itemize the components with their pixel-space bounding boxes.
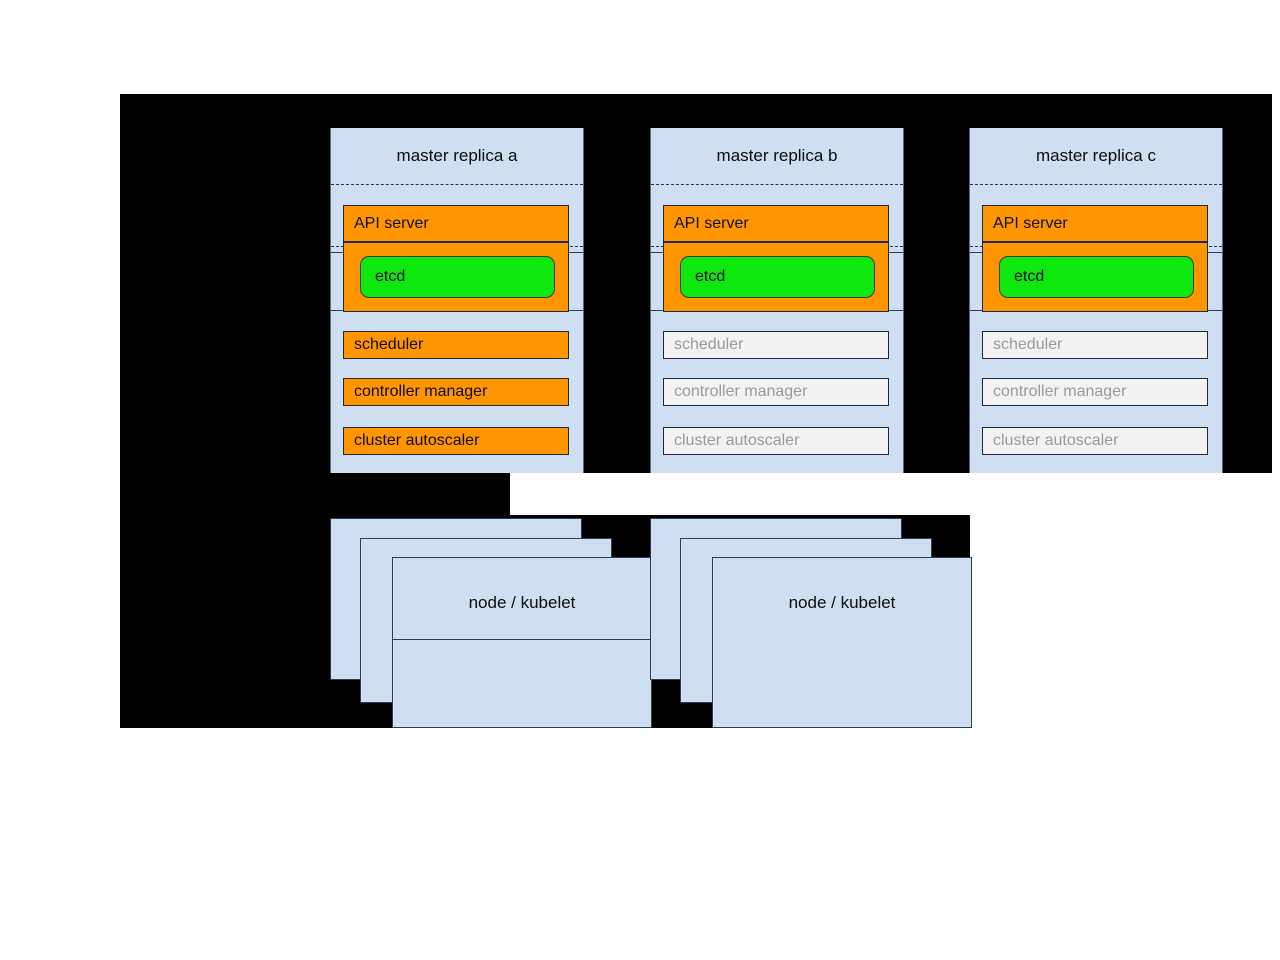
replica-a-api-server-label: API server	[354, 214, 429, 232]
replica-b-etcd[interactable]: etcd	[680, 256, 875, 298]
replica-b-cluster-autoscaler-label: cluster autoscaler	[674, 432, 800, 449]
replica-a-controller-manager[interactable]: controller manager	[343, 378, 569, 406]
node-group-1-split	[393, 639, 651, 640]
replica-c-etcd[interactable]: etcd	[999, 256, 1194, 298]
replica-b-etcd-label: etcd	[695, 268, 726, 285]
replica-a-api-server[interactable]: API server	[343, 205, 569, 242]
replica-c-api-server[interactable]: API server	[982, 205, 1208, 242]
replica-a-scheduler[interactable]: scheduler	[343, 331, 569, 359]
replica-c-cluster-autoscaler[interactable]: cluster autoscaler	[982, 427, 1208, 455]
replica-b-scheduler[interactable]: scheduler	[663, 331, 889, 359]
node-group-2-layer-front[interactable]: node / kubelet	[712, 557, 972, 728]
replica-a-controller-manager-label: controller manager	[354, 383, 488, 400]
node-group-1-layer-front[interactable]: node / kubelet	[392, 557, 652, 728]
replica-a-cluster-autoscaler-label: cluster autoscaler	[354, 432, 480, 449]
replica-b-api-server-label: API server	[674, 214, 749, 232]
replica-c-etcd-label: etcd	[1014, 268, 1045, 285]
replica-a-scheduler-label: scheduler	[354, 336, 424, 353]
replica-c-divider-top	[970, 184, 1222, 185]
replica-c-title: master replica c	[1036, 146, 1156, 165]
replica-c-scheduler[interactable]: scheduler	[982, 331, 1208, 359]
replica-b-controller-manager-label: controller manager	[674, 383, 808, 400]
replica-c-scheduler-label: scheduler	[993, 336, 1063, 353]
node-group-1-label: node / kubelet	[468, 593, 576, 612]
replica-a-cluster-autoscaler[interactable]: cluster autoscaler	[343, 427, 569, 455]
replica-a-etcd-label: etcd	[375, 268, 406, 285]
replica-b-cluster-autoscaler[interactable]: cluster autoscaler	[663, 427, 889, 455]
replica-c-controller-manager[interactable]: controller manager	[982, 378, 1208, 406]
replica-b-title: master replica b	[716, 146, 838, 165]
node-group-2-label: node / kubelet	[788, 593, 896, 612]
replica-b-api-server[interactable]: API server	[663, 205, 889, 242]
backdrop-midleft	[120, 473, 510, 515]
replica-b-controller-manager[interactable]: controller manager	[663, 378, 889, 406]
replica-b-scheduler-label: scheduler	[674, 336, 744, 353]
replica-a-divider-top	[331, 184, 583, 185]
replica-c-api-server-label: API server	[993, 214, 1068, 232]
replica-a-title: master replica a	[396, 146, 518, 165]
replica-b-divider-top	[651, 184, 903, 185]
replica-c-controller-manager-label: controller manager	[993, 383, 1127, 400]
replica-a-etcd[interactable]: etcd	[360, 256, 555, 298]
replica-c-cluster-autoscaler-label: cluster autoscaler	[993, 432, 1119, 449]
